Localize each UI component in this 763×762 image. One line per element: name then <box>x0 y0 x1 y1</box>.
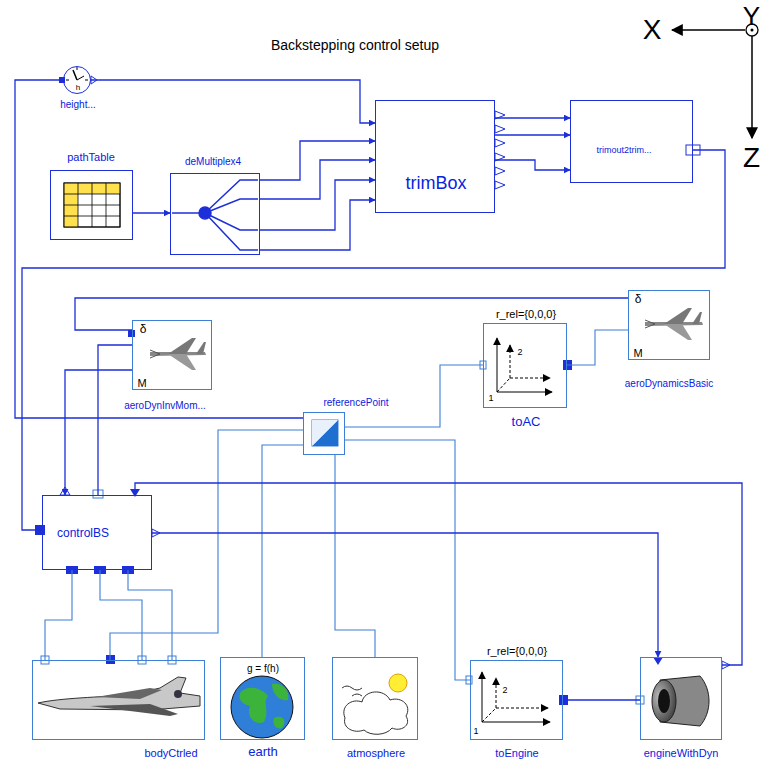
component-name: pathTable <box>67 151 115 163</box>
port-symbol <box>35 487 160 574</box>
component-name: controlBS <box>57 527 109 540</box>
component-name: atmosphere <box>347 747 405 759</box>
diagram-title: Backstepping control setup <box>271 38 439 53</box>
axis-number: 1 <box>473 727 478 737</box>
aircraft-symbol <box>645 308 703 340</box>
connector <box>495 160 570 170</box>
demux-block: deMultiplex4 <box>170 173 260 255</box>
connector <box>135 483 742 665</box>
port-symbol-text: M <box>633 347 642 359</box>
port-symbol-text: δ <box>140 323 147 336</box>
connector <box>15 80 303 418</box>
component-name: aeroDynamicsBasic <box>625 378 713 389</box>
connector <box>495 117 570 118</box>
connector <box>133 212 170 213</box>
trim-block: trimBox <box>375 100 495 213</box>
connector <box>260 200 375 250</box>
connector <box>91 80 375 123</box>
connector <box>152 533 658 657</box>
axis-label: Y <box>743 2 760 31</box>
engine-symbol <box>636 657 730 726</box>
component-name: toAC <box>512 415 541 429</box>
component-name: height... <box>60 99 96 110</box>
axis-number: 2 <box>517 348 522 358</box>
engine-block: engineWithDyn <box>640 657 722 740</box>
connector <box>110 430 303 660</box>
connector <box>345 365 483 427</box>
connector <box>345 440 470 680</box>
parameter-text: r_rel={0,0,0} <box>496 308 556 320</box>
frame-translation: r_rel={0,0,0}21toAC <box>483 323 567 408</box>
axis-symbol <box>672 24 758 138</box>
table-block: pathTable <box>50 170 133 240</box>
connector <box>335 455 375 657</box>
component-name: aeroDynInvMom... <box>124 400 206 411</box>
sensor-symbol-text: h <box>76 84 80 93</box>
component-name: trimout2trim... <box>596 146 651 156</box>
component-name: earth <box>248 745 278 759</box>
parameter-text: r_rel={0,0,0} <box>487 645 547 657</box>
axis-label: Z <box>743 143 760 174</box>
gauge-symbol <box>59 67 97 84</box>
connector <box>567 330 628 365</box>
connector <box>98 345 132 495</box>
connector <box>65 370 132 495</box>
frame-symbol <box>466 672 568 722</box>
controller-block: controlBS <box>42 495 152 570</box>
aero-block: δMaeroDynamicsBasic <box>628 290 710 360</box>
cloud-symbol <box>342 674 408 734</box>
connector <box>495 134 570 135</box>
port-symbol-text: M <box>137 377 146 389</box>
aero-block: δMaeroDynInvMom... <box>132 320 212 390</box>
sensor-gauge: hheight... <box>63 66 91 94</box>
connector <box>75 298 628 330</box>
connector <box>563 699 640 700</box>
table-symbol <box>64 183 120 227</box>
reference-frame: referencePoint <box>303 412 345 455</box>
body-block: bodyCtrled <box>32 660 205 740</box>
atmosphere-block: atmosphere <box>332 657 418 740</box>
port-symbol-text: δ <box>635 293 642 306</box>
connector <box>100 570 142 660</box>
output-triangles <box>495 111 505 189</box>
connector <box>22 150 725 530</box>
demux-symbol <box>172 180 258 250</box>
component-name: deMultiplex4 <box>185 156 241 167</box>
frame-translation: r_rel={0,0,0}21toEngine <box>470 660 563 740</box>
component-name: engineWithDyn <box>644 747 719 759</box>
component-name: bodyCtrled <box>144 747 197 759</box>
conversion-block: trimout2trim... <box>570 100 693 183</box>
component-name: toEngine <box>495 747 538 759</box>
earth-symbol <box>231 676 293 738</box>
jet-symbol <box>38 655 200 716</box>
world-block: g = f(h)earth <box>220 657 305 740</box>
axis-number: 1 <box>488 394 493 404</box>
component-name: trimBox <box>405 174 466 194</box>
frame-symbol <box>480 338 572 392</box>
axis-number: 2 <box>502 686 507 696</box>
frame-symbol <box>312 420 338 446</box>
connector <box>128 570 172 660</box>
parameter-text: g = f(h) <box>247 663 279 674</box>
component-name: referencePoint <box>323 397 388 408</box>
connector <box>262 445 303 657</box>
connector <box>45 570 72 660</box>
axis-label: X <box>643 15 662 46</box>
connector <box>260 180 375 230</box>
